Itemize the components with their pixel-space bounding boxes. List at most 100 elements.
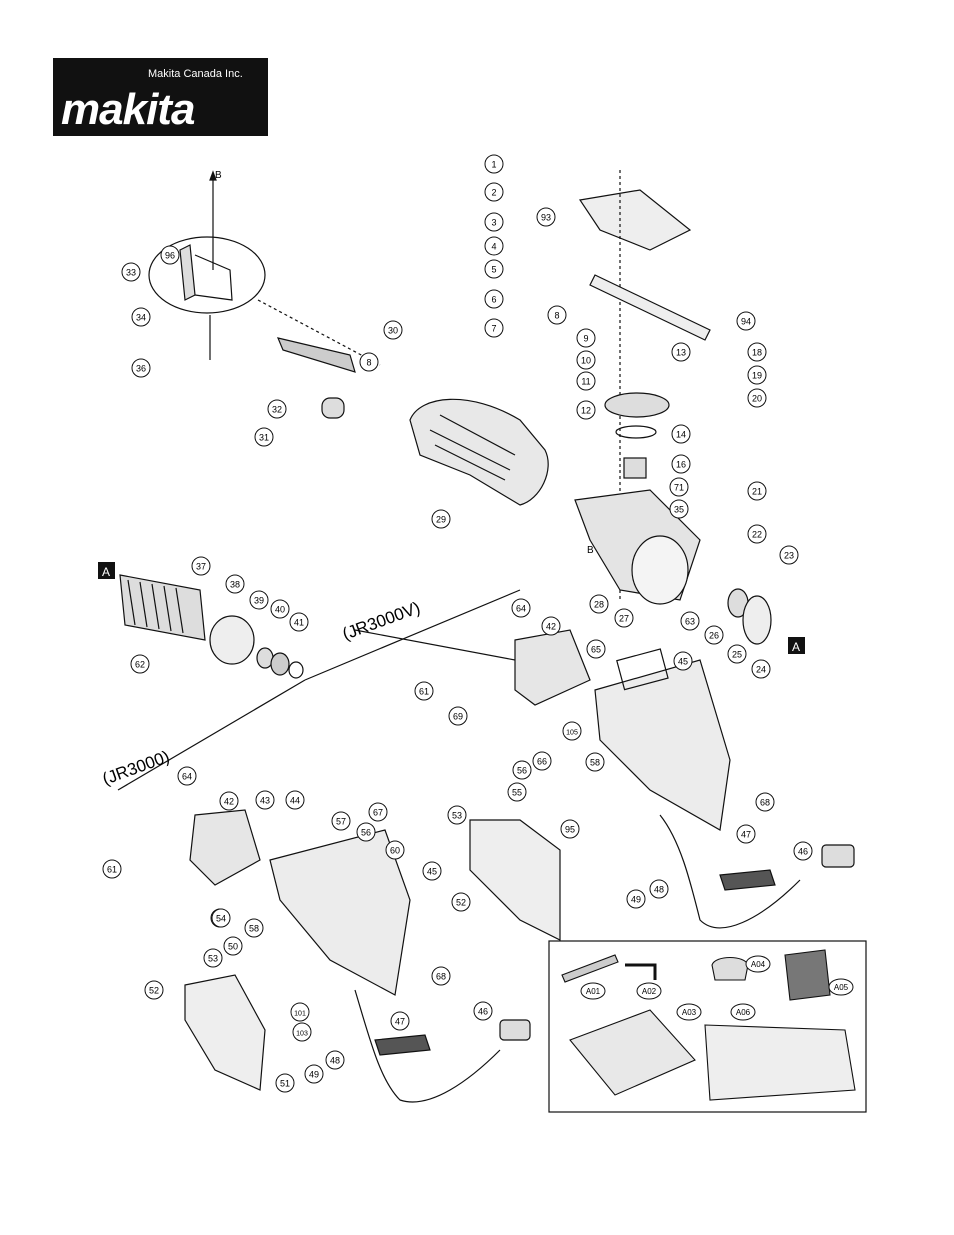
callout-circle-66	[532, 751, 552, 771]
part-number-45: 45	[678, 657, 688, 667]
accessory-label-A06: A06	[736, 1008, 751, 1017]
callout-circle-1	[484, 154, 504, 174]
callout-circle-55	[507, 782, 527, 802]
part-number-2: 2	[491, 188, 496, 198]
callout-circle-103	[292, 1022, 312, 1042]
callout-circle-48-b	[325, 1050, 345, 1070]
part-number-18: 18	[752, 348, 762, 358]
part-number-46-b: 46	[478, 1007, 488, 1017]
part-callouts: 1234567889101112131416181920212223242526…	[102, 154, 854, 1093]
callout-circle-53-b	[203, 948, 223, 968]
part-number-5: 5	[491, 265, 496, 275]
callout-circle-53	[447, 805, 467, 825]
callout-circle-46	[793, 841, 813, 861]
callout-circle-69	[448, 706, 468, 726]
part-number-48-b: 48	[330, 1056, 340, 1066]
part-number-68-b: 68	[436, 972, 446, 982]
part-number-52: 52	[456, 898, 466, 908]
part-number-47: 47	[741, 830, 751, 840]
callout-circle-96	[160, 245, 180, 265]
part-number-49: 49	[631, 895, 641, 905]
part-number-27: 27	[619, 614, 629, 624]
callout-circle-61-b	[102, 859, 122, 879]
part-number-11: 11	[581, 377, 590, 387]
callout-circle-48	[649, 879, 669, 899]
callout-circle-25	[727, 644, 747, 664]
callout-circle-3	[484, 212, 504, 232]
makita-logo: makita	[61, 85, 195, 134]
part-number-56-b: 56	[361, 828, 371, 838]
part-number-23: 23	[784, 551, 794, 561]
part-number-33: 33	[126, 268, 136, 278]
part-number-68: 68	[760, 798, 770, 808]
callout-circle-34	[131, 307, 151, 327]
makita-logo-block: Makita Canada Inc. makita	[53, 58, 268, 136]
callout-circle-58	[585, 752, 605, 772]
callout-circle-62	[130, 654, 150, 674]
section-marker-b-bottom: B	[587, 545, 594, 556]
svg-text:A: A	[102, 565, 110, 579]
part-number-63: 63	[685, 617, 695, 627]
callout-circle-36	[131, 358, 151, 378]
part-number-38: 38	[230, 580, 240, 590]
part-number-31: 31	[259, 433, 269, 443]
callout-circle-39	[249, 590, 269, 610]
part-number-66: 66	[537, 757, 547, 767]
callout-circle-28	[589, 594, 609, 614]
part-number-22: 22	[752, 530, 762, 540]
part-number-20: 20	[752, 394, 762, 404]
accessory-label-A01: A01	[586, 987, 601, 996]
callout-circle-45	[673, 651, 693, 671]
callout-circle-52-b	[144, 980, 164, 1000]
callout-circle-68	[755, 792, 775, 812]
callout-circle-42-b	[219, 791, 239, 811]
callout-circle-38	[225, 574, 245, 594]
callout-circle-40	[270, 599, 290, 619]
part-number-37: 37	[196, 562, 206, 572]
part-number-56: 56	[517, 766, 527, 776]
part-number-48: 48	[654, 885, 664, 895]
part-number-64: 64	[516, 604, 526, 614]
callout-circle-35	[669, 499, 689, 519]
callout-circle-65	[586, 639, 606, 659]
callout-circle-8	[547, 305, 567, 325]
accessory-callout-A01	[580, 982, 606, 1000]
callout-circle-49	[626, 889, 646, 909]
part-number-41: 41	[294, 618, 304, 628]
part-number-42-b: 42	[224, 797, 234, 807]
part-number-43: 43	[260, 796, 270, 806]
part-number-13: 13	[676, 348, 686, 358]
part-number-94: 94	[741, 317, 751, 327]
company-name: Makita Canada Inc.	[148, 68, 243, 80]
part-number-24: 24	[756, 665, 766, 675]
callout-circle-12	[576, 400, 596, 420]
part-drawings	[117, 170, 855, 1103]
section-marker-a-left: A	[98, 562, 115, 579]
part-number-103: 103	[296, 1031, 308, 1038]
part-number-35: 35	[674, 505, 684, 515]
callout-circle-52	[451, 892, 471, 912]
callout-circle-22	[747, 524, 767, 544]
part-number-34: 34	[136, 313, 146, 323]
callout-circle-4	[484, 236, 504, 256]
callout-circle-6	[484, 289, 504, 309]
callout-circle-19	[747, 365, 767, 385]
callout-circle-105	[562, 721, 582, 741]
accessories-box	[548, 940, 867, 1113]
part-number-47-b: 47	[395, 1017, 405, 1027]
part-number-58: 58	[590, 758, 600, 768]
callout-circle-20	[747, 388, 767, 408]
part-number-1: 1	[491, 160, 496, 170]
callout-circle-42	[541, 616, 561, 636]
accessory-drawings	[561, 949, 856, 1101]
callout-circle-16	[671, 454, 691, 474]
callout-circle-32	[267, 399, 287, 419]
part-number-55: 55	[512, 788, 522, 798]
part-number-52-b: 52	[149, 986, 159, 996]
part-number-8-b: 8	[366, 358, 371, 368]
part-number-96: 96	[165, 251, 175, 261]
callout-circle-68-b	[431, 966, 451, 986]
accessory-callout-A03	[676, 1003, 702, 1021]
callout-circle-2	[484, 182, 504, 202]
callout-circle-7	[484, 318, 504, 338]
